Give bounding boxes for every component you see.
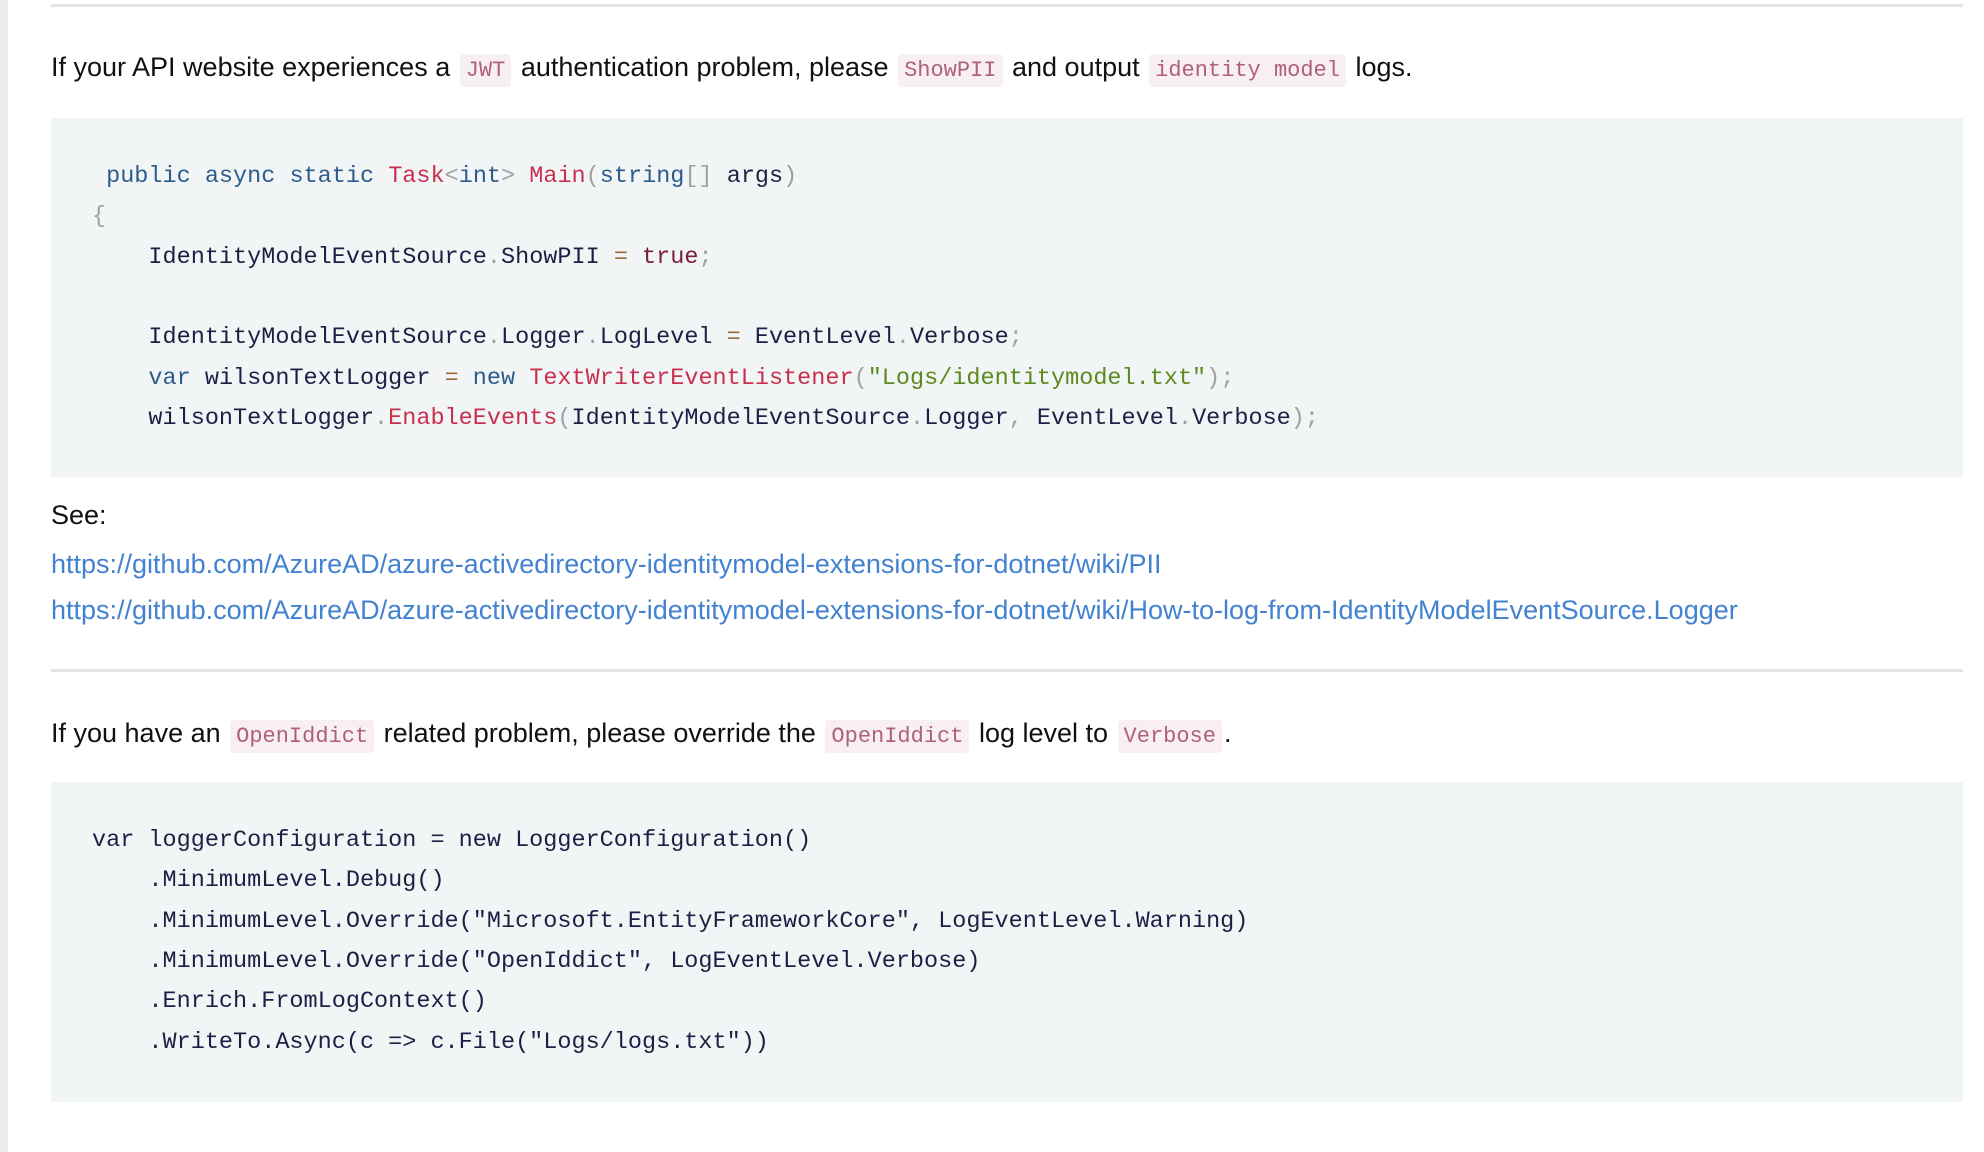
code-token: Main (529, 163, 586, 190)
paragraph-text: If you have an (51, 718, 229, 748)
inline-code: Verbose (1117, 720, 1222, 753)
paragraph-text: related problem, please override the (376, 718, 824, 748)
code-token: = (726, 324, 741, 352)
code-token: EventLevel (1036, 404, 1178, 432)
code-token: IdentityModelEventSource (92, 243, 487, 271)
code-token: . (895, 324, 910, 352)
code-token: ); (1206, 364, 1235, 392)
code-token: new (472, 364, 516, 392)
code-token: ( (853, 364, 868, 392)
left-border (0, 0, 8, 1152)
code-token: Logger (500, 324, 586, 352)
code-token: . (486, 324, 501, 352)
code-token: IdentityModelEventSource (92, 324, 487, 352)
code-token (459, 365, 473, 392)
code-line: .WriteTo.Async(c => c.File("Logs/logs.tx… (92, 1028, 769, 1056)
code-line: var wilsonTextLogger = new TextWriterEve… (92, 359, 1234, 399)
code-token: ( (585, 163, 600, 190)
paragraph-text: log level to (971, 718, 1116, 748)
code-token: . (585, 324, 600, 352)
inline-code: OpenIddict (230, 720, 375, 753)
code-token (191, 163, 205, 190)
code-token: . (486, 243, 501, 271)
see-label: See: (51, 500, 107, 530)
code-token: wilsonTextLogger (92, 404, 375, 432)
code-token: wilsonTextLogger (190, 364, 445, 392)
code-token: public (92, 163, 191, 190)
code-token: . (374, 404, 389, 432)
code-token: < (444, 163, 459, 190)
code-token: static (289, 163, 375, 190)
code-line: public async static Task<int> Main(strin… (92, 157, 797, 197)
paragraph-text: If your API website experiences a (51, 52, 458, 82)
code-line: .MinimumLevel.Override("OpenIddict", Log… (92, 947, 981, 975)
code-token: . (1177, 404, 1193, 432)
code-token: = (613, 243, 628, 271)
code-token: ; (1008, 324, 1023, 352)
code-block-identitymodel: public async static Task<int> Main(strin… (51, 118, 1963, 477)
code-line: IdentityModelEventSource.ShowPII = true; (92, 238, 713, 278)
paragraph-text: . (1223, 718, 1232, 748)
code-token: TextWriterEventListener (529, 364, 854, 392)
link-wiki-pii[interactable]: https://github.com/AzureAD/azure-actived… (51, 549, 1162, 579)
code-line: wilsonTextLogger.EnableEvents(IdentityMo… (92, 399, 1319, 439)
code-token: ShowPII (500, 243, 614, 271)
code-token: ; (698, 243, 713, 271)
code-token: Logger (924, 404, 1009, 432)
code-line: .MinimumLevel.Debug() (92, 867, 445, 895)
code-token: Verbose (910, 324, 1009, 352)
code-token (275, 163, 289, 190)
inline-code: identity model (1149, 54, 1346, 87)
code-token: > (501, 163, 530, 190)
link-wiki-logger[interactable]: https://github.com/AzureAD/azure-actived… (51, 595, 1738, 625)
code-token (628, 244, 642, 271)
code-token: ( (557, 404, 572, 432)
paragraph-text: and output (1004, 52, 1148, 82)
code-token: Verbose (1192, 404, 1291, 432)
code-token (92, 365, 148, 392)
openiddict-intro-paragraph: If you have an OpenIddict related proble… (51, 713, 1231, 757)
code-token: . (909, 404, 925, 432)
code-token: { (92, 203, 107, 231)
jwt-intro-paragraph: If your API website experiences a JWT au… (51, 47, 1413, 91)
code-token: true (642, 243, 699, 271)
code-token: ); (1290, 404, 1319, 432)
code-token: EventLevel (740, 324, 896, 352)
code-line: var loggerConfiguration = new LoggerConf… (92, 827, 812, 854)
code-token: ) (783, 163, 798, 190)
inline-code: ShowPII (898, 54, 1003, 87)
inline-code: JWT (459, 54, 512, 87)
code-token: int (458, 163, 502, 190)
inline-code: OpenIddict (825, 720, 970, 753)
code-token: async (204, 163, 276, 190)
code-token: args (712, 163, 784, 190)
code-token: var (148, 364, 191, 392)
code-token (374, 163, 388, 190)
paragraph-text: logs. (1347, 52, 1413, 82)
code-line: .Enrich.FromLogContext() (92, 988, 487, 1016)
code-token: "Logs/identitymodel.txt" (867, 364, 1207, 392)
code-token: Task (388, 163, 445, 190)
code-block-serilog-config: var loggerConfiguration = new LoggerConf… (51, 782, 1963, 1102)
code-token: EnableEvents (388, 404, 558, 432)
code-token: [] (684, 163, 713, 190)
code-token: LogLevel (599, 324, 727, 352)
code-token: = (444, 364, 459, 392)
divider-middle (51, 669, 1963, 672)
paragraph-text: authentication problem, please (513, 52, 897, 82)
code-token: , (1008, 404, 1037, 432)
code-token (515, 365, 529, 392)
code-line: { (92, 197, 106, 237)
code-token: string (599, 163, 685, 190)
code-line: IdentityModelEventSource.Logger.LogLevel… (92, 318, 1023, 358)
code-line: .MinimumLevel.Override("Microsoft.Entity… (92, 907, 1249, 935)
code-token: IdentityModelEventSource (571, 404, 910, 432)
divider-top (51, 4, 1963, 7)
